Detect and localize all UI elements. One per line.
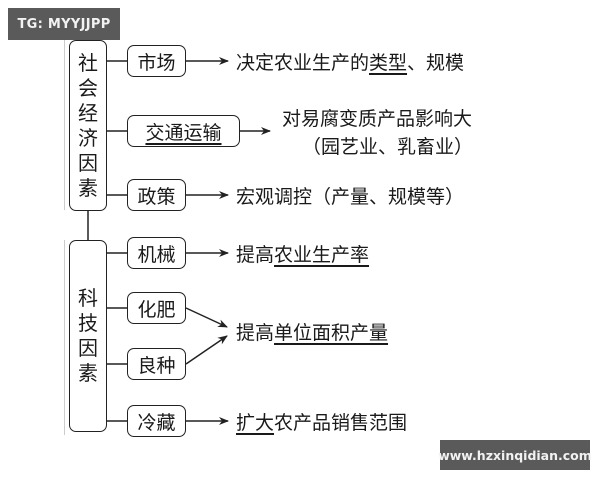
result-text: 提高 <box>236 244 275 266</box>
node-machinery: 机械 <box>127 237 186 269</box>
result-market: 决定农业生产的类型、规模 <box>236 48 464 75</box>
category-socioeconomic: 社 会 经 济 因 素 <box>69 40 107 211</box>
node-policy: 政策 <box>127 179 186 211</box>
node-cold-storage: 冷藏 <box>127 405 186 437</box>
node-transport: 交通运输 <box>127 115 240 147</box>
category-char: 济 <box>78 125 98 150</box>
result-text-underlined: 扩大 <box>236 412 275 434</box>
result-yield: 提高单位面积产量 <box>236 318 388 345</box>
category-char: 因 <box>78 150 98 175</box>
category-char: 素 <box>78 175 98 200</box>
category-char: 技 <box>78 311 98 335</box>
result-text-underlined: 单位面积产量 <box>274 322 389 344</box>
result-transport-line1: 对易腐变质产品影响大 <box>282 108 473 130</box>
category-char: 素 <box>78 361 98 385</box>
watermark-bottom-right: www.hzxinqidian.com <box>438 440 592 470</box>
result-text: 决定农业生产的 <box>236 52 370 74</box>
left-border-line <box>64 40 65 210</box>
left-border-line <box>64 240 65 435</box>
category-technology: 科 技 因 素 <box>69 240 107 432</box>
node-fertilizer: 化肥 <box>127 292 186 324</box>
category-char: 社 <box>78 50 98 75</box>
category-char: 因 <box>78 336 98 360</box>
node-improved-seeds: 良种 <box>127 348 186 380</box>
result-transport-line2: （园艺业、乳畜业） <box>302 136 474 158</box>
result-text-underlined: 类型 <box>369 52 408 74</box>
result-text: 农产品销售范围 <box>274 412 408 434</box>
node-market: 市场 <box>127 45 186 77</box>
category-char: 科 <box>78 286 98 310</box>
result-cold-storage: 扩大农产品销售范围 <box>236 408 407 435</box>
result-machinery: 提高农业生产率 <box>236 240 369 267</box>
result-text: 、规模 <box>407 52 465 74</box>
result-text: 提高 <box>236 322 275 344</box>
result-policy: 宏观调控（产量、规模等） <box>236 186 465 208</box>
category-char: 会 <box>78 75 98 100</box>
watermark-top-left: TG: MYYJJPP <box>8 8 120 40</box>
result-text-underlined: 农业生产率 <box>274 244 370 266</box>
category-char: 经 <box>78 100 98 125</box>
